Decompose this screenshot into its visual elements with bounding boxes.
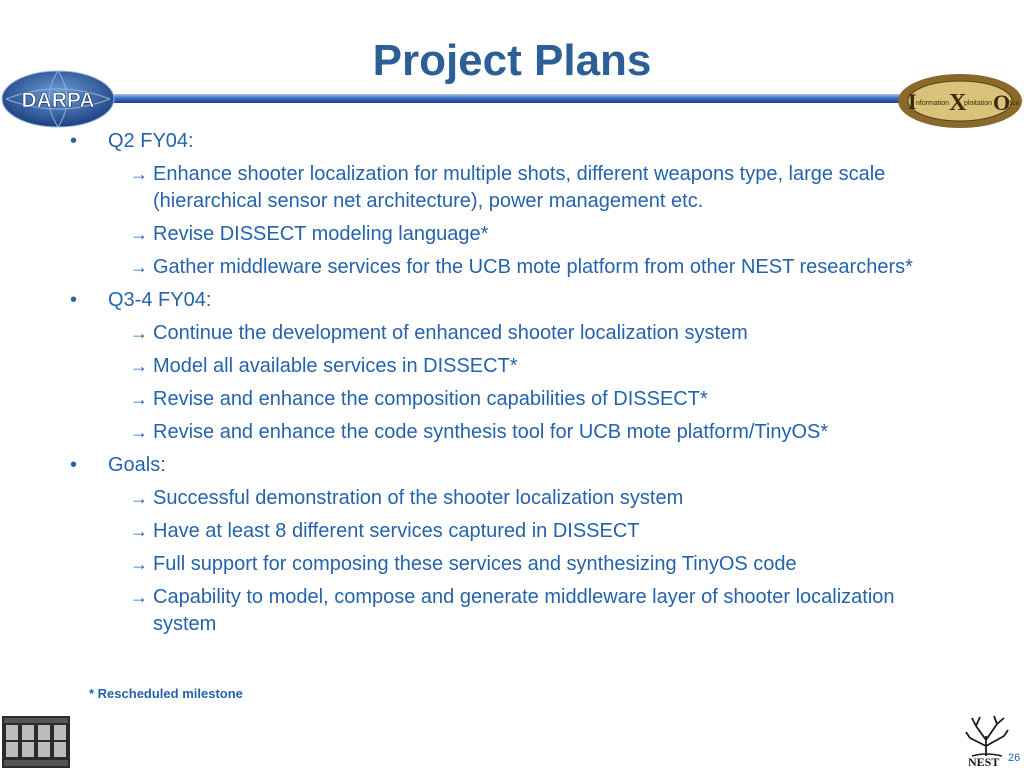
sub-item-text: Revise DISSECT modeling language* bbox=[153, 223, 489, 245]
nest-logo: NEST bbox=[965, 715, 1009, 768]
footnote: * Rescheduled milestone bbox=[89, 686, 243, 701]
isis-logo bbox=[2, 716, 70, 768]
arrow-icon: → bbox=[130, 554, 148, 574]
bullet-dot: • bbox=[70, 130, 78, 152]
bullet-label: Q2 FY04: bbox=[108, 130, 194, 152]
sub-item: → Continue the development of enhanced s… bbox=[70, 320, 950, 347]
arrow-icon: → bbox=[130, 356, 148, 376]
nest-logo-text: NEST bbox=[968, 755, 999, 768]
sub-item-text: Have at least 8 different services captu… bbox=[153, 520, 640, 542]
sub-item-text: Model all available services in DISSECT* bbox=[153, 355, 518, 377]
arrow-icon: → bbox=[130, 587, 148, 607]
arrow-icon: → bbox=[130, 389, 148, 409]
sub-item: → Revise and enhance the composition cap… bbox=[70, 386, 950, 413]
arrow-icon: → bbox=[130, 521, 148, 541]
title-rule bbox=[40, 94, 920, 103]
sub-item-text: Full support for composing these service… bbox=[153, 553, 797, 575]
sub-item: → Revise and enhance the code synthesis … bbox=[70, 419, 950, 446]
ixo-word-2: ploitation bbox=[964, 100, 992, 107]
bullet-q3-4: • Q3-4 FY04: bbox=[70, 287, 950, 314]
sub-item-text: Successful demonstration of the shooter … bbox=[153, 487, 684, 509]
svg-text:I: I bbox=[908, 89, 917, 114]
sub-item: → Full support for composing these servi… bbox=[70, 551, 950, 578]
arrow-icon: → bbox=[130, 224, 148, 244]
sub-item: → Model all available services in DISSEC… bbox=[70, 353, 950, 380]
bullet-dot: • bbox=[70, 289, 78, 311]
ixo-word-1: nformation bbox=[916, 100, 949, 107]
sub-item: → Enhance shooter localization for multi… bbox=[70, 161, 950, 215]
sub-item-text: Continue the development of enhanced sho… bbox=[153, 322, 748, 344]
sub-item: → Revise DISSECT modeling language* bbox=[70, 221, 950, 248]
bullet-q2: • Q2 FY04: bbox=[70, 128, 950, 155]
arrow-icon: → bbox=[130, 422, 148, 442]
arrow-icon: → bbox=[130, 164, 148, 184]
bullet-label: Goals: bbox=[108, 454, 166, 476]
ixo-word-3: ffice bbox=[1008, 101, 1020, 107]
bullet-label: Q3-4 FY04: bbox=[108, 289, 212, 311]
sub-item-text: Enhance shooter localization for multipl… bbox=[153, 163, 886, 212]
darpa-logo: DARPA bbox=[1, 70, 115, 128]
bullet-list: • Q2 FY04: → Enhance shooter localizatio… bbox=[70, 128, 950, 638]
svg-text:O: O bbox=[993, 90, 1010, 115]
arrow-icon: → bbox=[130, 257, 148, 277]
svg-text:X: X bbox=[949, 90, 967, 116]
bullet-dot: • bbox=[70, 454, 78, 476]
sub-item-text: Revise and enhance the code synthesis to… bbox=[153, 421, 829, 443]
arrow-icon: → bbox=[130, 323, 148, 343]
slide-title: Project Plans bbox=[372, 36, 652, 85]
arrow-icon: → bbox=[130, 488, 148, 508]
sub-item: → Capability to model, compose and gener… bbox=[70, 584, 950, 638]
sub-item-text: Revise and enhance the composition capab… bbox=[153, 388, 708, 410]
ixo-logo: I nformation X ploitation O ffice bbox=[898, 74, 1022, 128]
bullet-goals: • Goals: bbox=[70, 452, 950, 479]
sub-item-text: Gather middleware services for the UCB m… bbox=[153, 256, 913, 278]
page-number: 26 bbox=[1008, 752, 1021, 764]
sub-item: → Have at least 8 different services cap… bbox=[70, 518, 950, 545]
sub-item: → Successful demonstration of the shoote… bbox=[70, 485, 950, 512]
darpa-logo-text: DARPA bbox=[21, 89, 94, 112]
sub-item-text: Capability to model, compose and generat… bbox=[153, 586, 895, 635]
sub-item: → Gather middleware services for the UCB… bbox=[70, 254, 950, 281]
